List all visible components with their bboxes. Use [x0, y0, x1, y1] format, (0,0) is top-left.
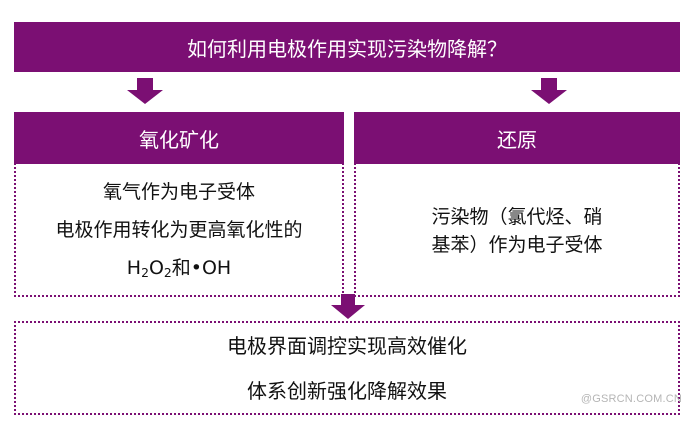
reduction-header-text: 还原: [497, 127, 537, 152]
arrow-down-left-icon: [127, 78, 163, 106]
result-line-1: 电极界面调控实现高效催化: [227, 334, 467, 358]
reduction-line-1: 污染物（氯代烃、硝: [431, 206, 603, 228]
reduction-line-2: 基苯）作为电子受体: [431, 234, 603, 256]
arrow-down-center-icon: [331, 294, 365, 320]
arrow-down-right-icon: [531, 78, 567, 106]
result-line-2: 体系创新强化降解效果: [247, 379, 447, 403]
question-text: 如何利用电极作用实现污染物降解？: [187, 36, 507, 61]
oxidation-formula: H2O2和•OH: [126, 257, 232, 281]
watermark: @GSRCN.COM.CN: [580, 393, 682, 405]
oxidation-header-text: 氧化矿化: [139, 127, 219, 152]
reduction-header: 还原: [354, 112, 680, 164]
result-box: [14, 321, 680, 415]
question-banner: 如何利用电极作用实现污染物降解？: [14, 22, 680, 72]
oxidation-line-2: 电极作用转化为更高氧化性的: [55, 219, 303, 241]
oxidation-line-1: 氧气作为电子受体: [102, 181, 255, 203]
oxidation-header: 氧化矿化: [14, 112, 344, 164]
